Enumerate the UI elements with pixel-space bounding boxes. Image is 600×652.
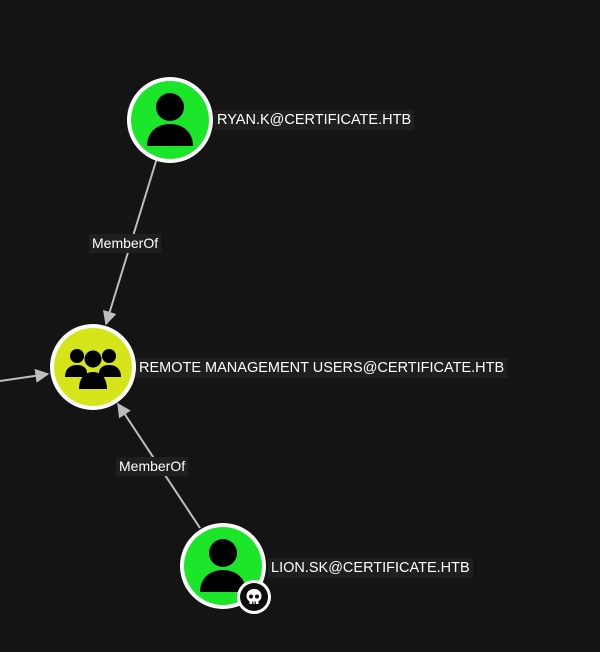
user-icon	[200, 539, 246, 592]
node-label-remote-management-users[interactable]: REMOTE MANAGEMENT USERS@CERTIFICATE.HTB	[136, 358, 508, 378]
node-label-ryan[interactable]: RYAN.K@CERTIFICATE.HTB	[214, 110, 415, 130]
node-lion[interactable]	[180, 523, 266, 609]
node-remote-management-users[interactable]	[50, 324, 136, 410]
owned-badge	[237, 580, 271, 614]
edge-label-lion-memberof[interactable]: MemberOf	[116, 457, 189, 476]
node-ryan[interactable]	[127, 77, 213, 163]
user-icon	[147, 93, 193, 146]
node-label-lion[interactable]: LION.SK@CERTIFICATE.HTB	[268, 558, 473, 578]
edge-offscreen-to-group[interactable]	[0, 368, 50, 383]
users-group-icon	[65, 349, 121, 389]
edge-label-ryan-memberof[interactable]: MemberOf	[89, 234, 162, 253]
skull-icon	[246, 589, 262, 604]
